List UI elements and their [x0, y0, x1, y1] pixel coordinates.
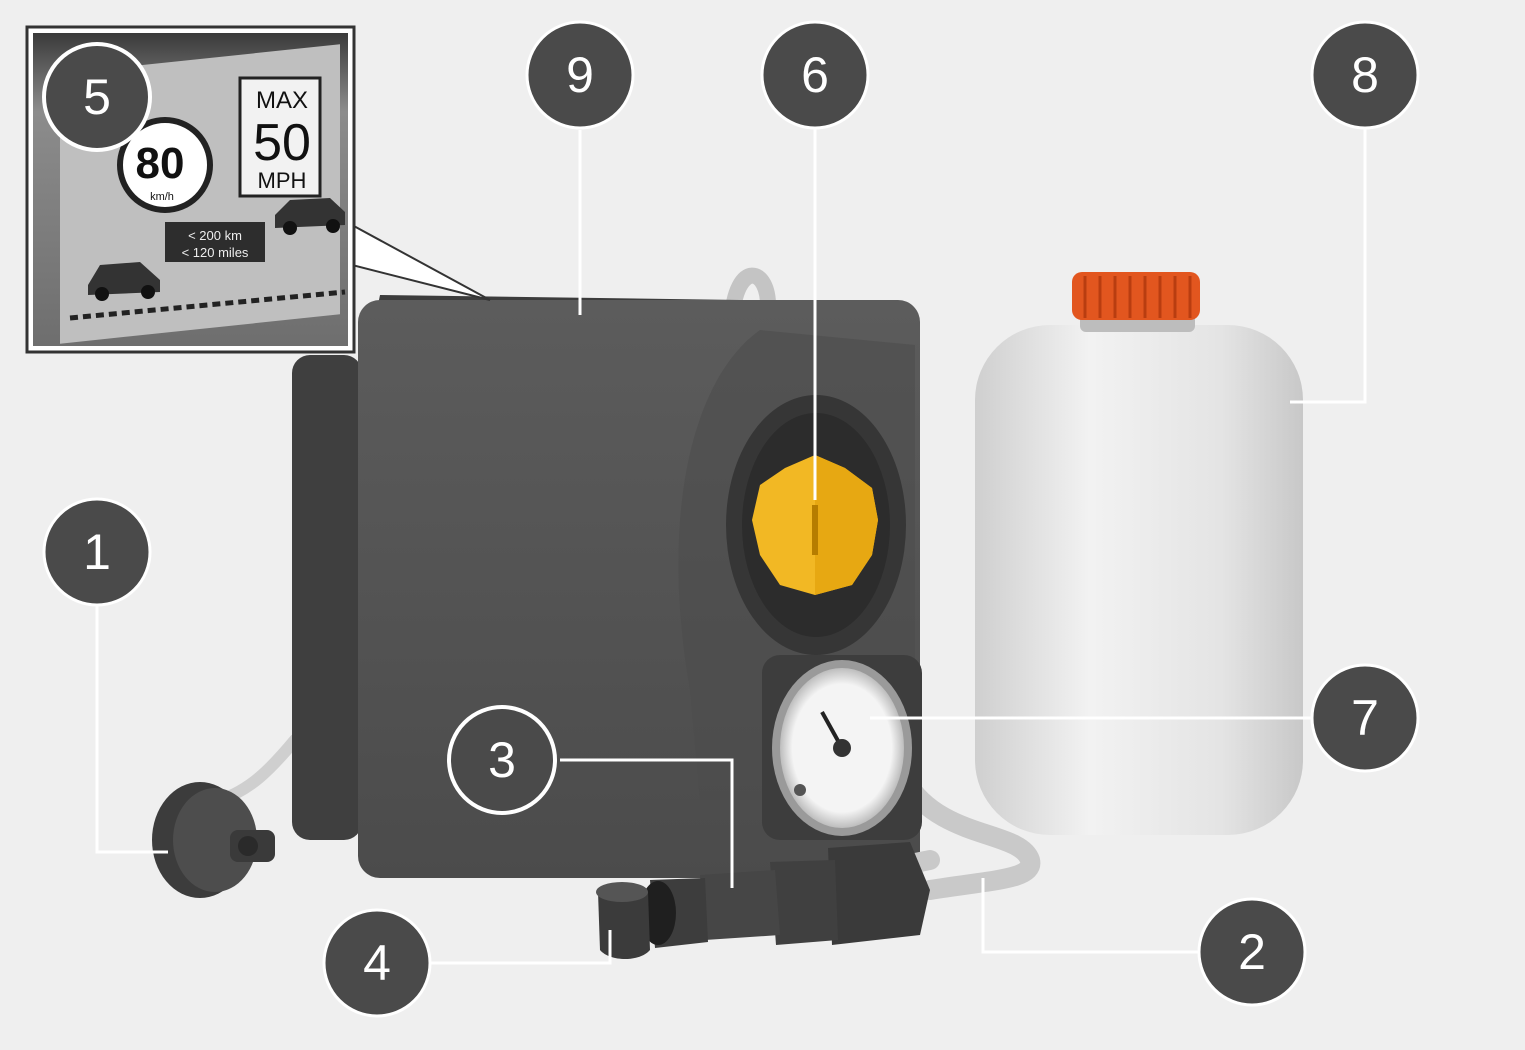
- inset-pointer: [351, 223, 491, 301]
- compressor-unit: [292, 295, 922, 878]
- leader-8: [1290, 128, 1367, 404]
- leader-3: [560, 758, 734, 888]
- car-icon: [88, 262, 160, 301]
- callout-6: 6: [760, 20, 870, 130]
- range-km: < 200 km: [188, 228, 242, 243]
- speed-display-inset: 80 km/h MAX 50 MPH < 200 km < 120 miles: [25, 25, 491, 354]
- callout-1-label: 1: [83, 524, 111, 580]
- speed-sign-value: 80: [136, 139, 185, 188]
- range-miles: < 120 miles: [182, 245, 249, 260]
- callout-9-label: 9: [566, 47, 594, 103]
- callout-7-label: 7: [1351, 690, 1379, 746]
- callout-6-label: 6: [801, 47, 829, 103]
- leader-1: [95, 580, 168, 854]
- power-plug: [152, 782, 275, 898]
- bottle-cap: [1072, 272, 1200, 320]
- speed-limit-sign: [117, 117, 213, 213]
- callout-1: 1: [42, 497, 152, 607]
- max-unit: MPH: [258, 168, 307, 193]
- leader-4: [430, 930, 612, 965]
- callout-4: 4: [322, 908, 432, 1018]
- callout-9: 9: [525, 20, 635, 130]
- car-service-icon: [275, 198, 345, 235]
- callout-3: 3: [447, 705, 557, 815]
- leader-lines: [95, 128, 1367, 965]
- hose-connector: [596, 842, 940, 959]
- sealant-bottle: [975, 272, 1303, 835]
- bottle-body: [975, 325, 1303, 835]
- callout-2: 2: [1197, 897, 1307, 1007]
- leader-2: [981, 878, 1200, 954]
- callout-2-label: 2: [1238, 924, 1266, 980]
- speed-sign-unit: km/h: [150, 191, 174, 203]
- dashed-road-line: [69, 289, 346, 321]
- callout-8: 8: [1310, 20, 1420, 130]
- callout-8-label: 8: [1351, 47, 1379, 103]
- callout-7: 7: [1310, 663, 1420, 773]
- callout-5-label: 5: [83, 69, 111, 125]
- max-value: 50: [253, 114, 311, 172]
- callout-3-label: 3: [488, 732, 516, 788]
- callout-5: 5: [42, 42, 152, 152]
- max-label: MAX: [256, 87, 308, 114]
- callout-4-label: 4: [363, 935, 391, 991]
- max-speed-sign: [238, 76, 322, 198]
- power-cable: [214, 734, 301, 806]
- compressor-side: [292, 355, 362, 840]
